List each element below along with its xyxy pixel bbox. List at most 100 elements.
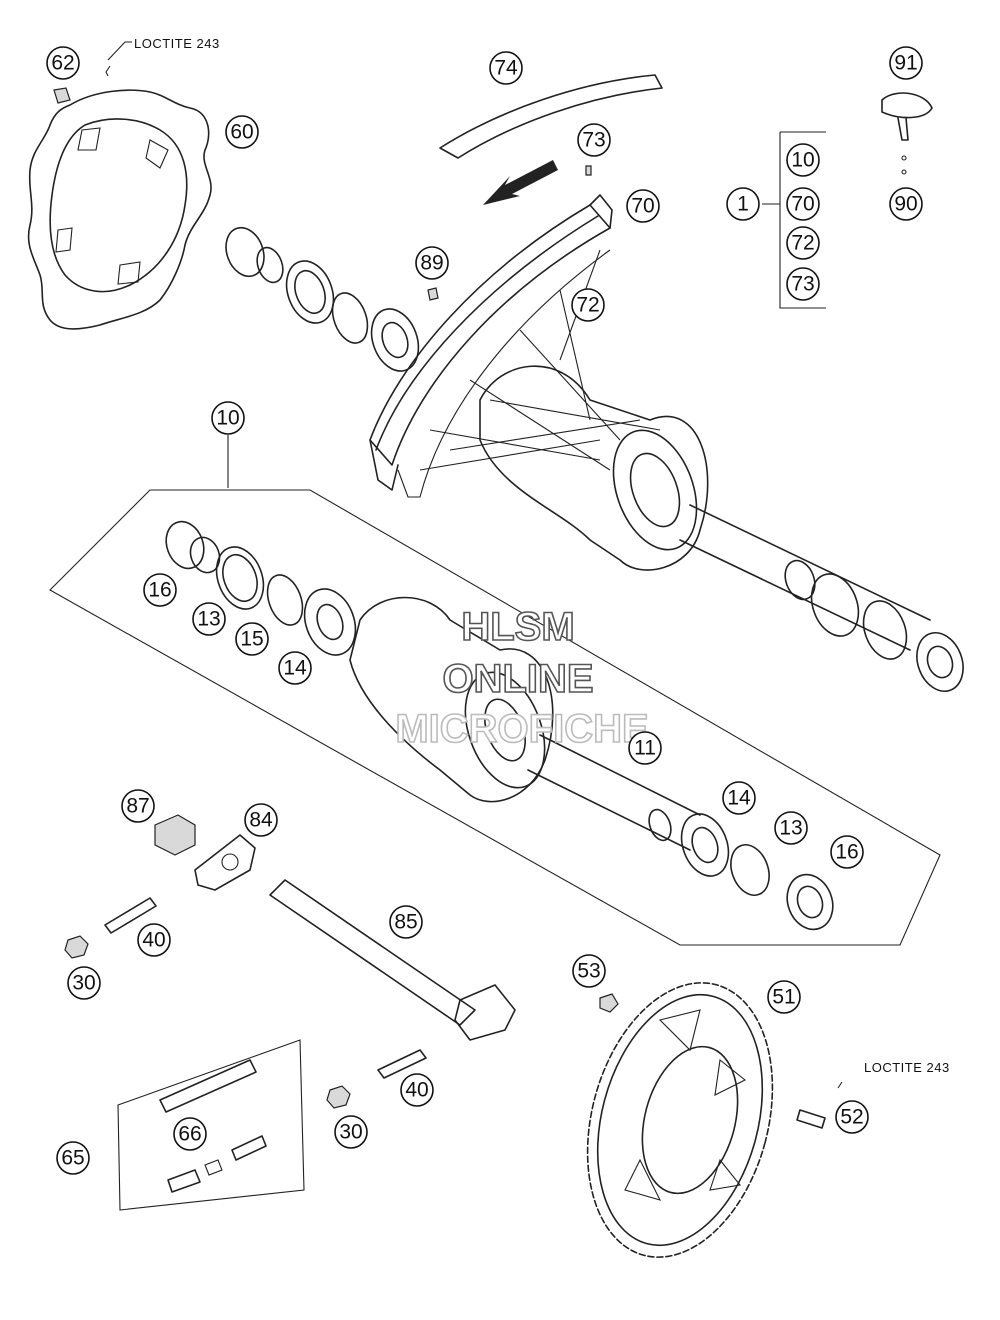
- callout-73: 73: [577, 123, 611, 157]
- callout-70: 70: [626, 189, 660, 223]
- kit-bracket: [762, 131, 826, 309]
- callout-10: 10: [211, 401, 245, 435]
- chain-kit-outline: [117, 1039, 305, 1211]
- svg-text:90: 90: [894, 193, 917, 216]
- valve-cap: [881, 92, 933, 175]
- hub-kit-outline: [49, 435, 941, 946]
- axle-nut-87: [154, 814, 196, 856]
- svg-text:10: 10: [216, 407, 239, 430]
- callout-16-right: 16: [830, 835, 864, 869]
- svg-text:70: 70: [791, 193, 814, 216]
- callout-15: 15: [235, 622, 269, 656]
- svg-text:30: 30: [339, 1121, 362, 1144]
- svg-text:30: 30: [72, 972, 95, 995]
- svg-text:65: 65: [61, 1147, 84, 1170]
- svg-text:14: 14: [727, 787, 751, 810]
- watermark-line-3: MICROFICHE: [395, 707, 648, 751]
- sprocket-bolt-52: [796, 1081, 843, 1129]
- adjuster-screw-40a: [104, 897, 157, 934]
- svg-text:53: 53: [577, 960, 600, 983]
- rear-sprocket: [586, 982, 774, 1258]
- svg-text:51: 51: [772, 986, 795, 1009]
- svg-text:70: 70: [631, 195, 654, 218]
- nut-30a: [64, 935, 89, 959]
- svg-text:84: 84: [249, 809, 273, 832]
- svg-text:15: 15: [240, 628, 263, 651]
- callout-72: 72: [571, 288, 605, 322]
- svg-text:52: 52: [840, 1106, 863, 1129]
- spoke-nipple-73: [585, 165, 592, 176]
- chain: [159, 1059, 267, 1193]
- callout-62: 62: [46, 46, 80, 80]
- callout-51: 51: [767, 980, 801, 1014]
- callout-30-upper: 30: [67, 966, 101, 1000]
- svg-text:16: 16: [835, 841, 858, 864]
- adjuster-screw-40b: [377, 1049, 427, 1079]
- callout-74: 74: [489, 51, 523, 85]
- callout-kit-70: 70: [786, 187, 820, 221]
- callout-40-upper: 40: [137, 923, 171, 957]
- svg-text:87: 87: [126, 795, 149, 818]
- callout-13-left: 13: [192, 602, 226, 636]
- svg-text:60: 60: [230, 121, 253, 144]
- rotation-direction-arrow: [483, 160, 558, 205]
- watermark-line-2: ONLINE: [442, 657, 593, 701]
- svg-text:72: 72: [791, 232, 814, 255]
- svg-text:14: 14: [283, 657, 307, 680]
- callout-16-left: 16: [143, 573, 177, 607]
- hub-exploded: [165, 520, 834, 931]
- callout-65: 65: [56, 1141, 90, 1175]
- disc-bolt-62: [53, 41, 132, 104]
- callout-14-left: 14: [278, 651, 312, 685]
- svg-text:13: 13: [197, 608, 220, 631]
- callout-87: 87: [121, 789, 155, 823]
- callout-66: 66: [173, 1117, 207, 1151]
- svg-text:40: 40: [405, 1079, 428, 1102]
- callout-kit-10: 10: [786, 143, 820, 177]
- svg-text:85: 85: [394, 911, 417, 934]
- svg-text:91: 91: [894, 52, 917, 75]
- callout-kit-72: 72: [786, 226, 820, 260]
- svg-text:10: 10: [791, 149, 814, 172]
- upper-left-bearing-stack: [225, 226, 420, 372]
- callout-kit-73: 73: [786, 267, 820, 301]
- loctite-note-bottom: LOCTITE 243: [864, 1060, 950, 1075]
- svg-text:40: 40: [142, 929, 165, 952]
- svg-text:66: 66: [178, 1123, 201, 1146]
- callout-11: 11: [628, 731, 662, 765]
- callout-60: 60: [225, 115, 259, 149]
- svg-text:11: 11: [634, 737, 656, 760]
- loctite-note-top: LOCTITE 243: [134, 36, 220, 51]
- callout-90: 90: [889, 187, 923, 221]
- assembled-hub: [479, 365, 964, 692]
- callout-89: 89: [415, 246, 449, 280]
- rim: [369, 194, 613, 498]
- svg-text:73: 73: [791, 273, 814, 296]
- callout-91: 91: [889, 46, 923, 80]
- axle-85: [269, 879, 516, 1041]
- brake-disc: [27, 89, 212, 330]
- svg-text:13: 13: [779, 817, 802, 840]
- rim-band: [439, 74, 663, 159]
- svg-text:16: 16: [148, 579, 171, 602]
- callout-40-lower: 40: [400, 1073, 434, 1107]
- svg-text:62: 62: [51, 52, 74, 75]
- callout-30-lower: 30: [334, 1115, 368, 1149]
- sprocket-nut-53: [599, 993, 619, 1013]
- nut-30b: [326, 1085, 351, 1109]
- callout-85: 85: [389, 905, 423, 939]
- svg-text:73: 73: [582, 129, 605, 152]
- callout-13-right: 13: [774, 811, 808, 845]
- callout-14-right: 14: [722, 781, 756, 815]
- svg-text:1: 1: [737, 193, 749, 216]
- svg-text:74: 74: [494, 57, 518, 80]
- watermark-line-1: HLSM: [461, 605, 574, 649]
- svg-text:89: 89: [420, 252, 443, 275]
- svg-text:72: 72: [576, 294, 599, 317]
- chain-adjuster-84: [194, 834, 256, 891]
- callout-52: 52: [835, 1100, 869, 1134]
- callout-kit-1: 1: [726, 187, 760, 221]
- callout-84: 84: [244, 803, 278, 837]
